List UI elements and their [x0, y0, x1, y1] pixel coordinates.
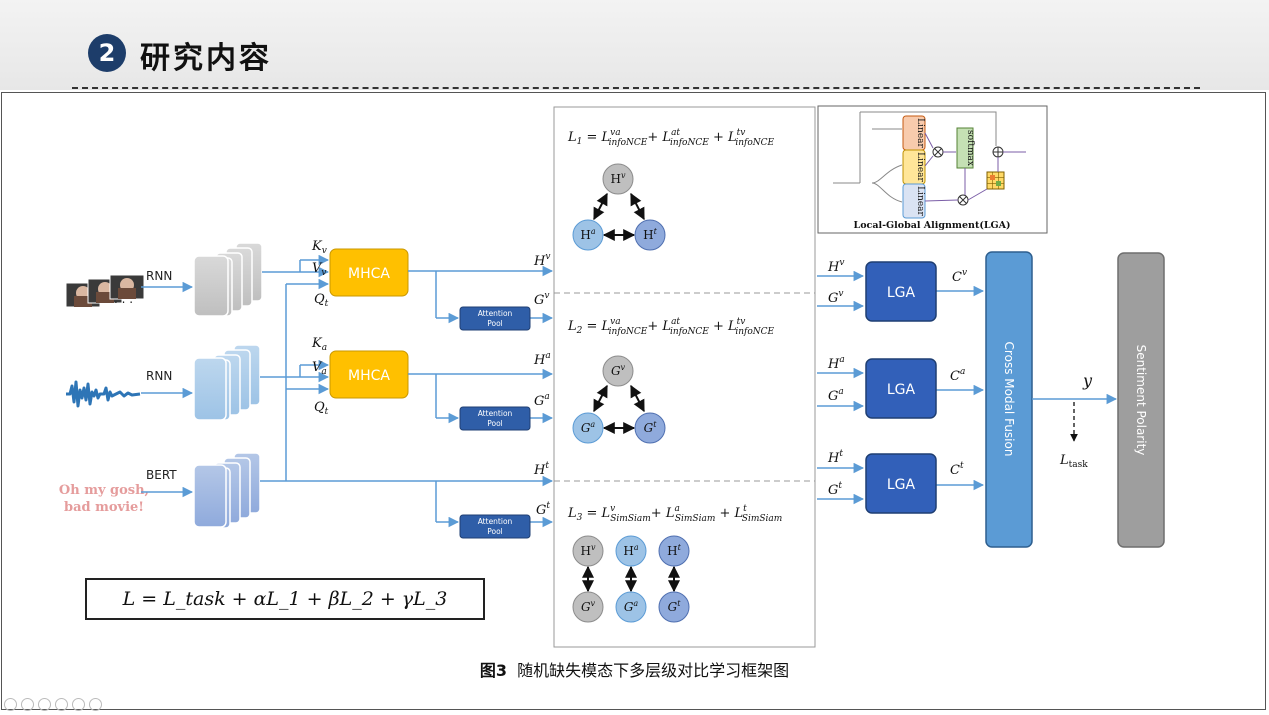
svg-text:Pool: Pool [487, 319, 503, 328]
svg-text:Hv: Hv [827, 258, 844, 275]
h-t-label-in: Ht [533, 461, 549, 478]
total-loss-formula: L = L_task + αL_1 + βL_2 + γL_3 [85, 578, 485, 620]
svg-text:Ga: Ga [828, 387, 844, 404]
diagram-frame [1, 92, 1266, 710]
l-task-label: Ltask [1059, 453, 1088, 470]
svg-text:Hv: Hv [611, 171, 626, 186]
v-audio-label: Va [312, 360, 327, 377]
q-video-label: Qt [314, 292, 329, 309]
fusion-label: Cross Modal Fusion [1002, 342, 1016, 457]
pen-icon[interactable] [38, 698, 51, 711]
slide-controls[interactable] [0, 696, 102, 715]
video-encoder-label: RNN [146, 269, 172, 283]
svg-text:Attention: Attention [478, 309, 513, 318]
svg-text:Linear: Linear [915, 186, 925, 216]
l3-pairs: Hv Ha Ht Gv Ga Gt [572, 535, 690, 623]
lga-block-audio [865, 358, 937, 419]
svg-text:Gv: Gv [611, 363, 626, 378]
text-sample-line2: bad movie! [64, 500, 144, 515]
text-encoder-label: BERT [146, 468, 177, 482]
svg-text:Ga: Ga [581, 420, 596, 435]
v-video-label: Vv [312, 261, 326, 278]
cube-icon [986, 171, 1005, 190]
slide-header: 2 研究内容 [0, 0, 1269, 90]
svg-text:Attention: Attention [478, 409, 513, 418]
header-divider [72, 87, 1200, 89]
attention-pool-video: Attention Pool [459, 306, 531, 331]
mhca-video-label: MHCA [348, 266, 390, 282]
svg-text:Ha: Ha [580, 227, 595, 242]
svg-text:Linear: Linear [915, 152, 925, 182]
g-v-label-in: Gv [534, 291, 549, 308]
text-bert-stack [193, 452, 261, 529]
h-a-label-in: Ha [533, 351, 551, 368]
pages-icon[interactable] [55, 698, 68, 711]
prev-slide-icon[interactable] [4, 698, 17, 711]
section-title: 研究内容 [140, 41, 272, 76]
lga-inset-title: Local-Global Alignment(LGA) [854, 220, 1011, 231]
video-frames-icon [65, 274, 145, 308]
lga-block-text [865, 453, 937, 514]
svg-text:Linear: Linear [915, 118, 925, 148]
svg-text:Ha: Ha [623, 543, 638, 558]
more-icon[interactable] [89, 698, 102, 711]
sentiment-polarity-label: Sentiment Polarity [1134, 345, 1148, 456]
svg-text:Attention: Attention [478, 517, 513, 526]
figure-caption: 图3 随机缺失模态下多层级对比学习框架图 [479, 661, 790, 680]
video-ellipsis: . . . [114, 292, 133, 306]
svg-text:Gv: Gv [581, 599, 596, 614]
zoom-icon[interactable] [72, 698, 85, 711]
sentiment-polarity-block [1117, 252, 1165, 548]
svg-text:Pool: Pool [487, 419, 503, 428]
svg-text:LGA: LGA [887, 382, 916, 398]
video-rnn-stack [193, 242, 263, 317]
svg-text:Ht: Ht [667, 543, 681, 558]
svg-text:Gv: Gv [828, 289, 843, 306]
g-a-label-in: Ga [534, 392, 550, 409]
svg-text:Gt: Gt [828, 481, 842, 498]
svg-text:Gt: Gt [644, 420, 658, 435]
g-t-label-in: Gt [536, 501, 550, 518]
l1-triangle: Hv Ha Ht [572, 163, 666, 251]
audio-encoder-label: RNN [146, 369, 172, 383]
lga-inset-diagram: Linear Linear Linear softmax Local-Globa… [817, 105, 1048, 234]
svg-text:Ga: Ga [624, 599, 639, 614]
next-slide-icon[interactable] [21, 698, 34, 711]
svg-text:Ht: Ht [643, 227, 657, 242]
svg-text:Pool: Pool [487, 527, 503, 536]
svg-text:Ht: Ht [827, 449, 843, 466]
l2-triangle: Gv Ga Gt [572, 355, 666, 444]
svg-text:Ha: Ha [827, 355, 845, 372]
lga-block-video [865, 261, 937, 322]
q-audio-label: Qt [314, 400, 329, 417]
mhca-audio-label: MHCA [348, 368, 390, 384]
svg-text:Ca: Ca [950, 367, 965, 384]
svg-text:Gt: Gt [668, 599, 682, 614]
svg-text:Cv: Cv [952, 268, 967, 285]
y-output-label: y [1082, 371, 1093, 390]
text-sample-line1: Oh my gosh, [59, 483, 149, 498]
attention-pool-text: Attention Pool [459, 514, 531, 539]
svg-text:Hv: Hv [581, 543, 596, 558]
svg-text:LGA: LGA [887, 285, 916, 301]
contrastive-loss-panel [553, 106, 816, 648]
svg-text:Ct: Ct [950, 461, 964, 478]
section-number-badge: 2 [88, 34, 126, 72]
h-v-label-in: Hv [533, 252, 550, 269]
svg-text:softmax: softmax [965, 130, 975, 166]
audio-waveform-icon [66, 380, 141, 408]
k-audio-label: Ka [311, 336, 327, 353]
attention-pool-audio: Attention Pool [459, 406, 531, 431]
k-video-label: Kv [311, 239, 327, 256]
audio-rnn-stack [193, 344, 261, 421]
mhca-video-block [329, 248, 409, 297]
svg-text:LGA: LGA [887, 477, 916, 493]
